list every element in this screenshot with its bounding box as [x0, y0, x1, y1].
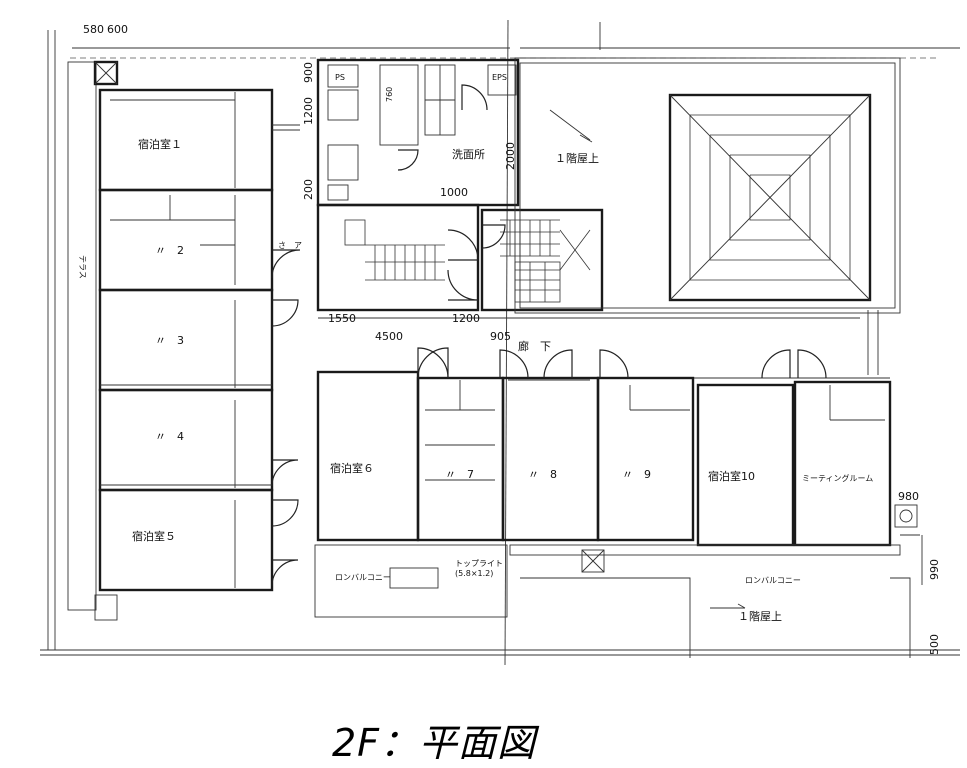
dim-1200: 1200: [302, 97, 315, 125]
outer-frame: [40, 19, 960, 666]
label-room-8: 〃 8: [528, 468, 557, 481]
corridor: [318, 317, 890, 379]
dim-500: 500: [928, 634, 941, 655]
core-area: [316, 58, 604, 312]
label-room-3: 〃 3: [155, 334, 184, 347]
dim-900: 900: [302, 62, 315, 83]
label-meeting-room: ミーティングルーム: [802, 473, 873, 483]
label-room-6: 宿泊室６: [330, 461, 374, 475]
label-skylight: トップライト: [455, 559, 503, 568]
label-room-1: 宿泊室１: [138, 137, 182, 151]
label-terrace: テラス: [78, 255, 87, 279]
label-room-4: 〃 4: [155, 430, 184, 443]
dim-200: 200: [302, 179, 315, 200]
dim-980: 980: [898, 490, 919, 503]
dim-580: 580: [83, 23, 104, 36]
dim-1000: 1000: [440, 186, 468, 199]
dimensions: 580 600 900 1200 200 760 1000 2000 1550 …: [83, 23, 941, 655]
lower-balcony: [314, 504, 923, 658]
label-balcony-left: ロンバルコニー: [335, 573, 391, 582]
label-room-2: 〃 2: [155, 244, 184, 257]
dim-990: 990: [928, 559, 941, 580]
dim-1200b: 1200: [452, 312, 480, 325]
left-terrace: [67, 60, 119, 621]
label-room-7: 〃 7: [445, 468, 474, 481]
label-washroom: 洗面所: [452, 148, 485, 161]
label-room-5: 宿泊室５: [132, 529, 176, 543]
bottom-rooms: [316, 347, 892, 547]
label-corridor: 廊 下: [518, 339, 551, 353]
dim-1550: 1550: [328, 312, 356, 325]
label-room-10: 宿泊室10: [708, 469, 755, 483]
label-eps: EPS: [492, 73, 507, 82]
label-balcony-right: ロンバルコニー: [745, 576, 801, 585]
roof-area: [514, 57, 901, 375]
plan-caption: 2F：平面図: [332, 721, 537, 765]
room-labels: 宿泊室１ 〃 2 〃 3 〃 4 宿泊室５ 宿泊室６ 〃 7 〃 8 〃 9 宿…: [78, 73, 873, 623]
label-skylight-size: (5.8×1.2): [455, 569, 493, 578]
left-rooms: [98, 88, 301, 592]
dim-600: 600: [107, 23, 128, 36]
dim-905: 905: [490, 330, 511, 343]
label-room-9: 〃 9: [622, 468, 651, 481]
label-roof-top: １階屋上: [555, 151, 599, 165]
label-sanp: さ ア: [278, 241, 302, 250]
label-ps: PS: [335, 73, 345, 82]
label-roof-bottom: １階屋上: [738, 609, 782, 623]
dim-760: 760: [385, 87, 394, 102]
dim-4500: 4500: [375, 330, 403, 343]
dim-2000: 2000: [504, 142, 517, 170]
